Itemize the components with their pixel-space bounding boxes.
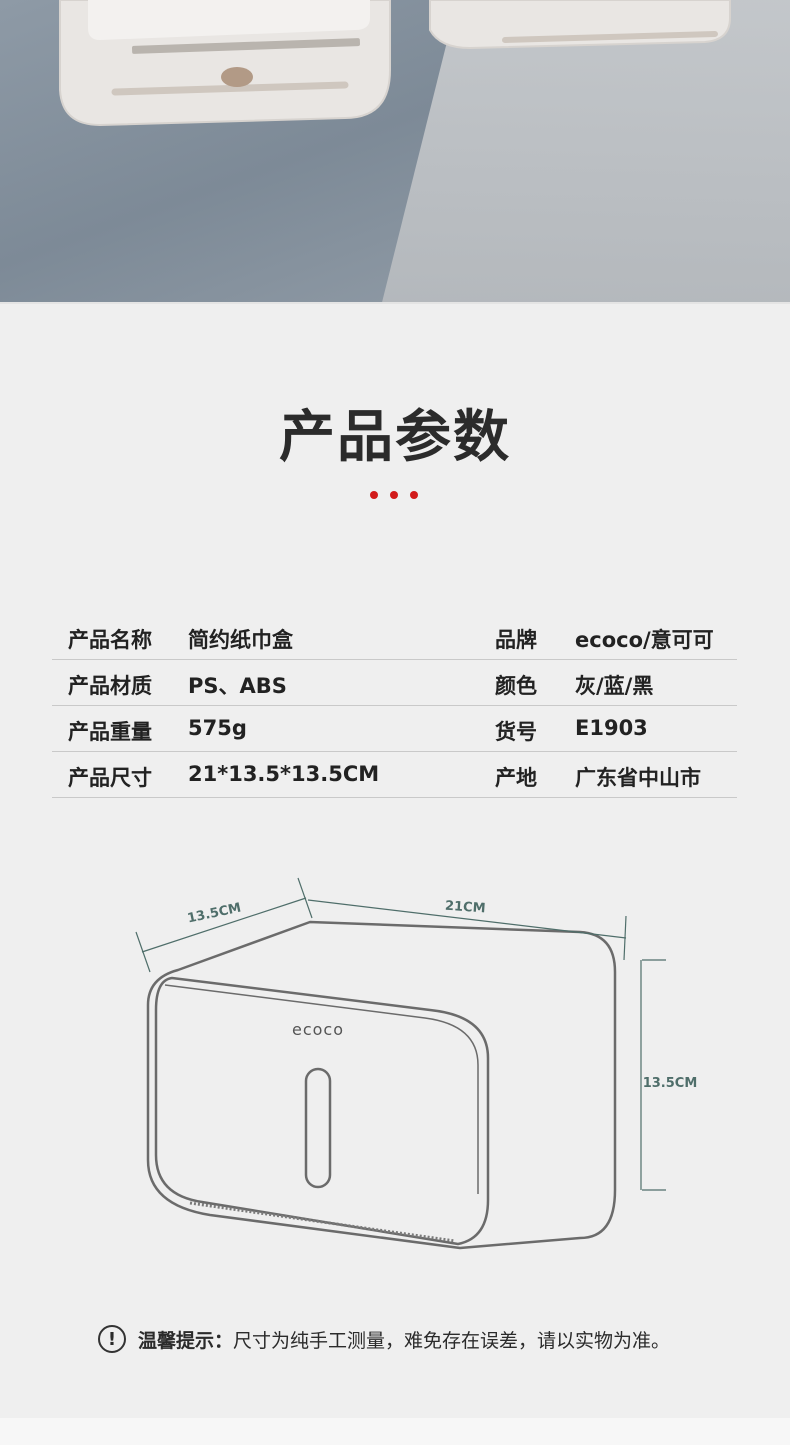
hero-divider xyxy=(0,302,790,304)
spec-value: PS、ABS xyxy=(188,674,287,698)
footer-strip xyxy=(0,1418,790,1445)
spec-row: 产品材质 PS、ABS 颜色 灰/蓝/黑 xyxy=(52,660,737,706)
dimension-diagram: ecoco 13.5CM 21CM 13.5CM xyxy=(135,877,698,1250)
spec-value: ecoco/意可可 xyxy=(575,628,714,652)
width-dimension-label: 21CM xyxy=(444,899,486,917)
box-outer-outline xyxy=(146,920,617,1250)
tissue-box-photo-illustration xyxy=(59,0,731,127)
spec-label: 产品名称 xyxy=(68,628,152,652)
spec-label: 颜色 xyxy=(495,674,537,698)
hero-product-photo xyxy=(0,0,790,302)
exclamation-circle-icon: ! xyxy=(98,1325,126,1353)
spec-value: 575g xyxy=(188,716,247,740)
spec-value: 简约纸巾盒 xyxy=(188,628,293,652)
spec-value: 灰/蓝/黑 xyxy=(575,674,654,698)
spec-label: 品牌 xyxy=(495,628,537,652)
notice-label: 温馨提示： xyxy=(138,1329,234,1352)
spec-row: 产品重量 575g 货号 E1903 xyxy=(52,706,737,752)
red-dot xyxy=(370,491,378,499)
height-dimension-label: 13.5CM xyxy=(643,1076,698,1091)
spec-label: 产地 xyxy=(495,766,537,790)
spec-value: E1903 xyxy=(575,716,648,740)
spec-label: 产品材质 xyxy=(68,674,152,698)
section-title: 产品参数 xyxy=(279,405,511,470)
red-dot xyxy=(410,491,418,499)
spec-row: 产品尺寸 21*13.5*13.5CM 产地 广东省中山市 xyxy=(52,752,737,798)
tissue-slot xyxy=(189,1201,456,1243)
notice-text: 尺寸为纯手工测量，难免存在误差，请以实物为准。 xyxy=(233,1329,671,1352)
box-front-face xyxy=(154,976,490,1246)
measurement-notice: ! 温馨提示： 尺寸为纯手工测量，难免存在误差，请以实物为准。 xyxy=(98,1322,670,1356)
title-decoration-dots xyxy=(370,491,420,501)
spec-label: 货号 xyxy=(495,720,537,744)
spec-value: 广东省中山市 xyxy=(575,766,701,790)
spec-row: 产品名称 简约纸巾盒 品牌 ecoco/意可可 xyxy=(52,614,737,660)
red-dot xyxy=(390,491,398,499)
spec-label: 产品尺寸 xyxy=(68,766,152,790)
spec-label: 产品重量 xyxy=(68,720,152,744)
spec-value: 21*13.5*13.5CM xyxy=(188,762,380,786)
depth-dimension-label: 13.5CM xyxy=(186,901,242,927)
pull-window xyxy=(304,1067,332,1189)
brand-logo: ecoco xyxy=(292,1020,344,1039)
spec-table: 产品名称 简约纸巾盒 品牌 ecoco/意可可 产品材质 PS、ABS 颜色 灰… xyxy=(52,614,737,798)
